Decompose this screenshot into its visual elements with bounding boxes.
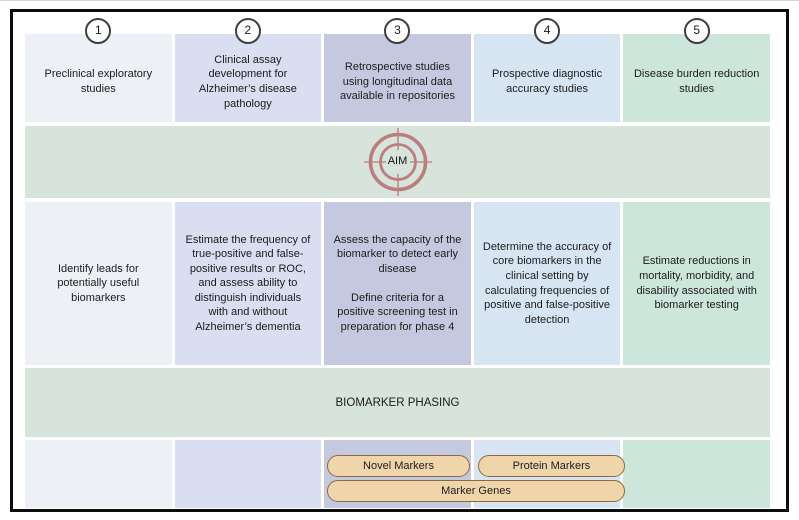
- diagram-frame: 1 Preclinical exploratory studies 2 Clin…: [10, 9, 789, 512]
- phase-1-title: Preclinical exploratory studies: [44, 68, 153, 95]
- phase-4-header-cell: 4 Prospective diagnostic accuracy studie…: [473, 18, 621, 122]
- phase-2-title: Clinical assay development for Alzheimer…: [198, 53, 297, 110]
- aim-band: AIM: [25, 126, 770, 198]
- phase-5-footer-cell: [623, 440, 770, 508]
- phase-5-number: 5: [693, 23, 701, 38]
- phase-description-row: Identify leads for potentially useful bi…: [25, 202, 770, 365]
- phase-1-number-badge: 1: [85, 18, 112, 44]
- phase-2-number: 2: [244, 23, 252, 38]
- phase-3-number-badge: 3: [384, 18, 411, 44]
- phase-4-number: 4: [543, 23, 551, 38]
- phase-2-number-badge: 2: [234, 18, 261, 44]
- phase-1-description: Identify leads for potentially useful bi…: [25, 202, 172, 365]
- phase-5-title: Disease burden reduction studies: [633, 68, 760, 95]
- phase-1-header-cell: 1 Preclinical exploratory studies: [25, 18, 172, 122]
- biomarker-phasing-band: BIOMARKER PHASING: [25, 368, 770, 437]
- phase-4-number-badge: 4: [534, 18, 561, 44]
- phase-1-number: 1: [94, 23, 102, 38]
- marker-genes-button[interactable]: Marker Genes: [327, 480, 625, 502]
- novel-markers-button[interactable]: Novel Markers: [327, 455, 470, 477]
- phase-3-number: 3: [394, 23, 401, 38]
- phase-4-description: Determine the accuracy of core biomarker…: [473, 202, 621, 365]
- phase-header-row: 1 Preclinical exploratory studies 2 Clin…: [25, 18, 770, 122]
- phase-4-title: Prospective diagnostic accuracy studies: [492, 68, 603, 95]
- phase-2-header-cell: 2 Clinical assay development for Alzheim…: [174, 18, 322, 122]
- biomarker-phasing-label: BIOMARKER PHASING: [335, 396, 460, 409]
- phase-3-header-cell: 3 Retrospective studies using longitudin…: [324, 18, 471, 122]
- phase-5-number-badge: 5: [683, 18, 710, 44]
- phase-5-header-cell: 5 Disease burden reduction studies: [623, 18, 770, 122]
- phase-1-footer-cell: [25, 440, 172, 508]
- phase-2-footer-cell: [174, 440, 322, 508]
- aim-target-icon: AIM: [361, 127, 435, 197]
- phase-3-title: Retrospective studies using longitudinal…: [340, 61, 455, 103]
- window-top-edge: [0, 0, 799, 1]
- aim-label: AIM: [387, 155, 408, 167]
- phase-3-description: Assess the capacity of the biomarker to …: [324, 202, 471, 365]
- phase-2-description: Estimate the frequency of true-positive …: [174, 202, 322, 365]
- protein-markers-button[interactable]: Protein Markers: [478, 455, 625, 477]
- phase-5-description: Estimate reductions in mortality, morbid…: [623, 202, 770, 365]
